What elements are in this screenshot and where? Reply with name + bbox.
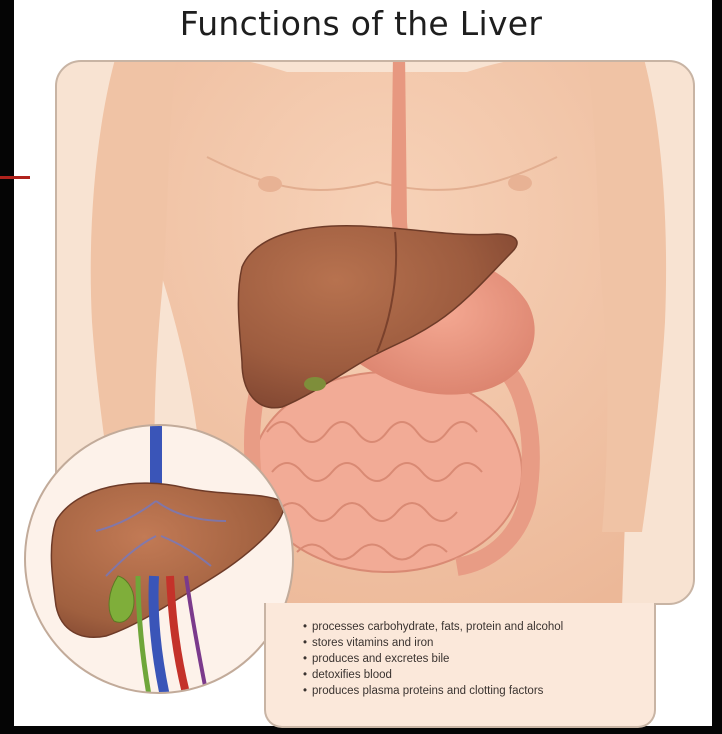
function-item: produces and excretes bile <box>312 651 654 667</box>
liver-closeup-inset <box>24 424 294 694</box>
left-border <box>0 0 14 734</box>
right-nipple <box>508 175 532 191</box>
page-title: Functions of the Liver <box>0 4 722 43</box>
function-item: detoxifies blood <box>312 667 654 683</box>
red-accent-line <box>0 176 30 179</box>
functions-box: processes carbohydrate, fats, protein an… <box>264 603 656 728</box>
function-item: processes carbohydrate, fats, protein an… <box>312 619 654 635</box>
left-nipple <box>258 176 282 192</box>
liver-closeup <box>51 483 283 637</box>
function-item: produces plasma proteins and clotting fa… <box>312 683 654 699</box>
liver-closeup-illustration <box>26 426 294 694</box>
gallbladder <box>304 377 326 391</box>
function-item: stores vitamins and iron <box>312 635 654 651</box>
right-border <box>712 0 722 734</box>
functions-list: processes carbohydrate, fats, protein an… <box>266 603 654 699</box>
